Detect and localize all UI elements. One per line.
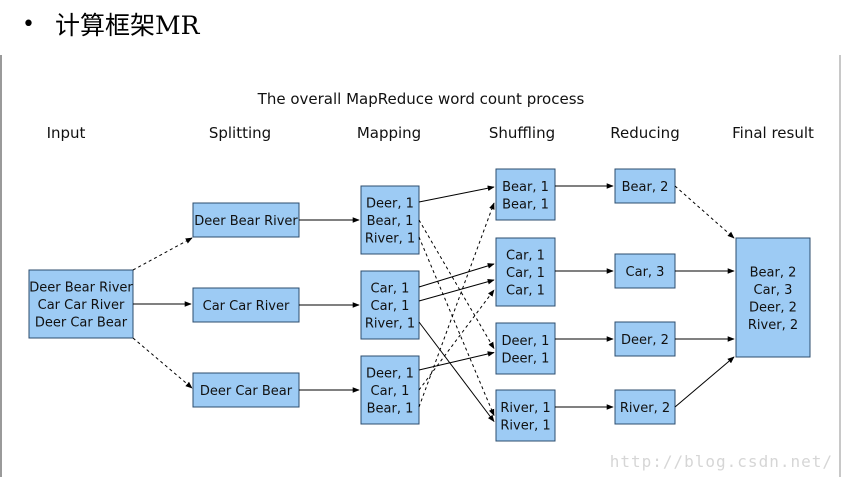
map-box-1	[360, 185, 420, 255]
stage-header-reducing: Reducing	[610, 124, 679, 142]
shuffle-box-2	[495, 237, 556, 307]
slide-title: • 计算框架MR	[22, 4, 199, 44]
arrow-map3-bear	[418, 202, 495, 408]
map-box-3-line: Deer, 1	[366, 367, 414, 382]
input-box-line: Car Car River	[38, 298, 125, 313]
right-border	[839, 55, 841, 477]
stage-header-final-result: Final result	[732, 124, 814, 142]
final-result-box-line: Bear, 2	[750, 265, 797, 280]
shuffle-box-3-line: Deer, 1	[502, 351, 550, 366]
final-result-box-line: Deer, 2	[749, 300, 797, 315]
arrow-reduce-final-1	[674, 185, 735, 239]
slide-title-text: 计算框架MR	[54, 11, 200, 40]
map-box-2-line: River, 1	[365, 317, 415, 332]
split-box-2-line: Car Car River	[203, 299, 290, 314]
shuffle-box-1-line: Bear, 1	[502, 197, 549, 212]
shuffle-box-1	[495, 168, 556, 221]
arrow-input-split-1	[132, 237, 193, 271]
reduce-box-3-line: Deer, 2	[621, 333, 669, 348]
stage-header-splitting: Splitting	[209, 124, 271, 142]
input-box-line: Deer Car Bear	[35, 316, 128, 331]
reduce-box-1	[614, 168, 676, 204]
final-result-box	[735, 237, 811, 358]
bullet: •	[22, 11, 35, 37]
shuffle-box-4	[495, 389, 556, 442]
arrow-map2-car-a	[418, 263, 495, 288]
shuffle-box-2-line: Car, 1	[506, 284, 545, 299]
reduce-box-1-line: Bear, 2	[622, 180, 669, 195]
left-border	[0, 55, 2, 477]
input-box	[28, 269, 134, 339]
map-box-2	[360, 270, 420, 340]
shuffle-box-4-line: River, 1	[500, 418, 550, 433]
arrow-map2-river	[418, 321, 495, 423]
final-result-box-line: Car, 3	[754, 283, 793, 298]
stage-header-input: Input	[47, 124, 86, 142]
diagram-title: The overall MapReduce word count process	[257, 90, 585, 108]
arrow-map3-deer	[418, 351, 495, 371]
arrow-map1-deer	[418, 219, 495, 350]
reduce-box-4	[614, 389, 676, 425]
stage-header-shuffling: Shuffling	[489, 124, 555, 142]
shuffle-box-2-line: Car, 1	[506, 249, 545, 264]
shuffle-box-1-line: Bear, 1	[502, 180, 549, 195]
split-box-1	[192, 202, 300, 238]
shuffle-box-2-line: Car, 1	[506, 266, 545, 281]
shuffle-box-3-line: Deer, 1	[502, 334, 550, 349]
map-box-2-line: Car, 1	[371, 282, 410, 297]
watermark: http://blog.csdn.net/	[609, 452, 833, 471]
arrow-reduce-final-4	[674, 356, 735, 408]
shuffle-box-4-line: River, 1	[500, 401, 550, 416]
reduce-box-3	[614, 321, 676, 357]
map-box-1-line: Bear, 1	[367, 214, 414, 229]
reduce-box-2	[614, 253, 676, 289]
shuffle-box-3	[495, 322, 556, 375]
arrow-map1-river	[418, 236, 495, 417]
arrow-map3-car	[418, 289, 495, 391]
map-box-1-line: River, 1	[365, 232, 415, 247]
final-result-box-line: River, 2	[748, 318, 798, 333]
split-box-1-line: Deer Bear River	[194, 214, 298, 229]
reduce-box-2-line: Car, 3	[626, 265, 665, 280]
map-box-3-line: Bear, 1	[367, 402, 414, 417]
reduce-box-4-line: River, 2	[620, 401, 670, 416]
arrow-input-split-3	[132, 337, 193, 389]
arrow-map1-bear	[418, 185, 495, 203]
split-box-3-line: Deer Car Bear	[200, 384, 293, 399]
map-box-1-line: Deer, 1	[366, 197, 414, 212]
stage-header-mapping: Mapping	[357, 124, 421, 142]
input-box-line: Deer Bear River	[29, 281, 133, 296]
map-box-3-line: Car, 1	[371, 384, 410, 399]
arrow-map2-car-b	[418, 279, 495, 302]
map-box-2-line: Car, 1	[371, 299, 410, 314]
